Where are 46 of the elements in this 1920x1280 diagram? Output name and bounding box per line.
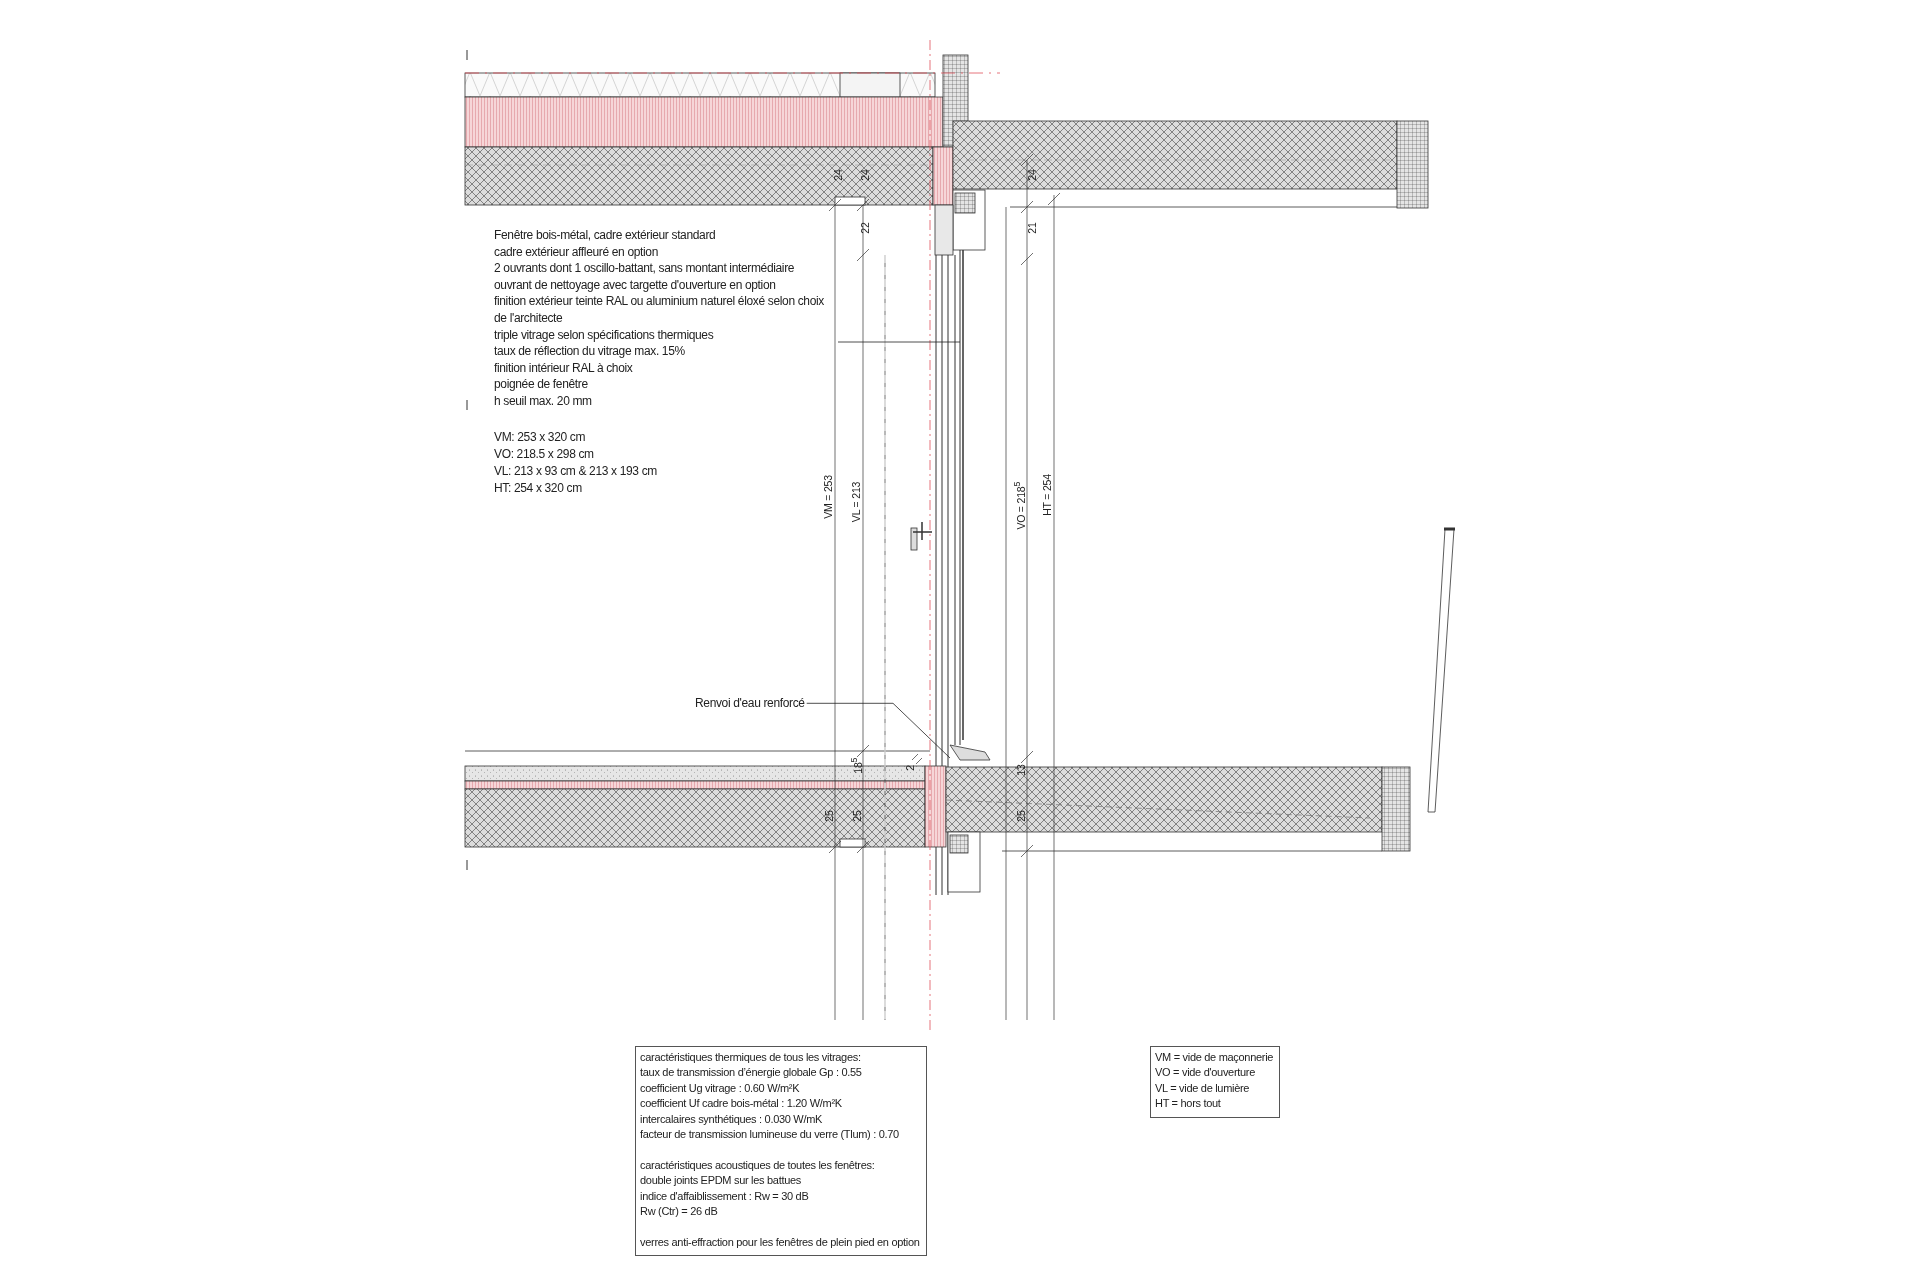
dimension-text: 24 [858,169,871,181]
dimension-note: HT: 254 x 320 cm [494,480,582,497]
dimension-text: HT = 254 [1040,474,1053,516]
note-text: facteur de transmission lumineuse du verre (Tlum) : 0.70 [640,1127,900,1143]
specification-text: h seuil max. 20 mm [494,392,593,410]
note-text: double joints EPDM sur les battues [640,1173,802,1189]
note-text: taux de transmission d’énergie globale Gp : 0.55 [640,1065,863,1081]
abbreviation-text: VO = vide d'ouverture [1155,1065,1257,1081]
note-text: indice d'affaiblissement : Rw = 30 dB [640,1188,810,1204]
specification-text: triple vitrage selon spécifications thermiques [494,326,715,344]
dimension-text: VL = 213 [850,481,863,523]
specification-text: cadre extérieur affleuré en option [494,243,659,261]
dimension-text: VM = 253 [821,475,834,519]
callout-text: Renvoi d'eau renforcé [695,695,805,712]
notes-box [635,1046,927,1257]
specification-text: ouvrant de nettoyage avec targette d'ouverture en option [494,276,777,294]
dimension-text: 22 [858,222,871,234]
dimension-text: 25 [822,810,835,822]
dimension-note: VM: 253 x 320 cm [494,429,586,446]
leader-line [806,702,951,759]
specification-text: 2 ouvrants dont 1 oscillo-battant, sans montant intermédiaire [494,260,796,277]
specification-text: Fenêtre bois-métal, cadre extérieur standard [494,227,717,244]
specification-text: taux de réflection du vitrage max. 15% [494,343,686,360]
specification-text: finition intérieur RAL à choix [494,359,634,377]
dimension-text: 25 [850,810,863,822]
dimension-text: 25 [1014,810,1027,822]
note-text: intercalaires synthétiques : 0.030 W/mK [640,1111,824,1127]
note-text: Rw (Ctr) = 26 dB [640,1204,719,1220]
abbreviation-text: VM = vide de maçonnerie [1155,1050,1274,1065]
dimension-note: VL: 213 x 93 cm & 213 x 193 cm [494,463,657,480]
dimension-text: 24 [1025,169,1038,181]
dimension-text: 24 [831,169,844,181]
dimension-text: 13 [1014,764,1027,776]
abbreviation-box [1150,1046,1281,1118]
dimension-note: VO: 218.5 x 298 cm [494,446,594,463]
note-text: coefficient Ug vitrage : 0.60 W/m²K [640,1080,801,1096]
abbreviation-text: HT = hors tout [1155,1096,1222,1112]
specification-text: poignée de fenêtre [494,376,589,393]
abbreviation-text: VL = vide de lumière [1155,1080,1251,1096]
note-text: coefficient Uf cadre bois-métal : 1.20 W/m²K [640,1096,843,1112]
leader-line [837,341,961,343]
dimension-text: 2 [903,765,916,771]
note-text: caractéristiques acoustiques de toutes les fenêtres: [640,1157,876,1173]
dimension-text: 21 [1025,222,1038,234]
note-text: verres anti-effraction pour les fenêtres de plein pied en option [640,1234,920,1250]
note-text: caractéristiques thermiques de tous les vitrages: [640,1050,862,1065]
